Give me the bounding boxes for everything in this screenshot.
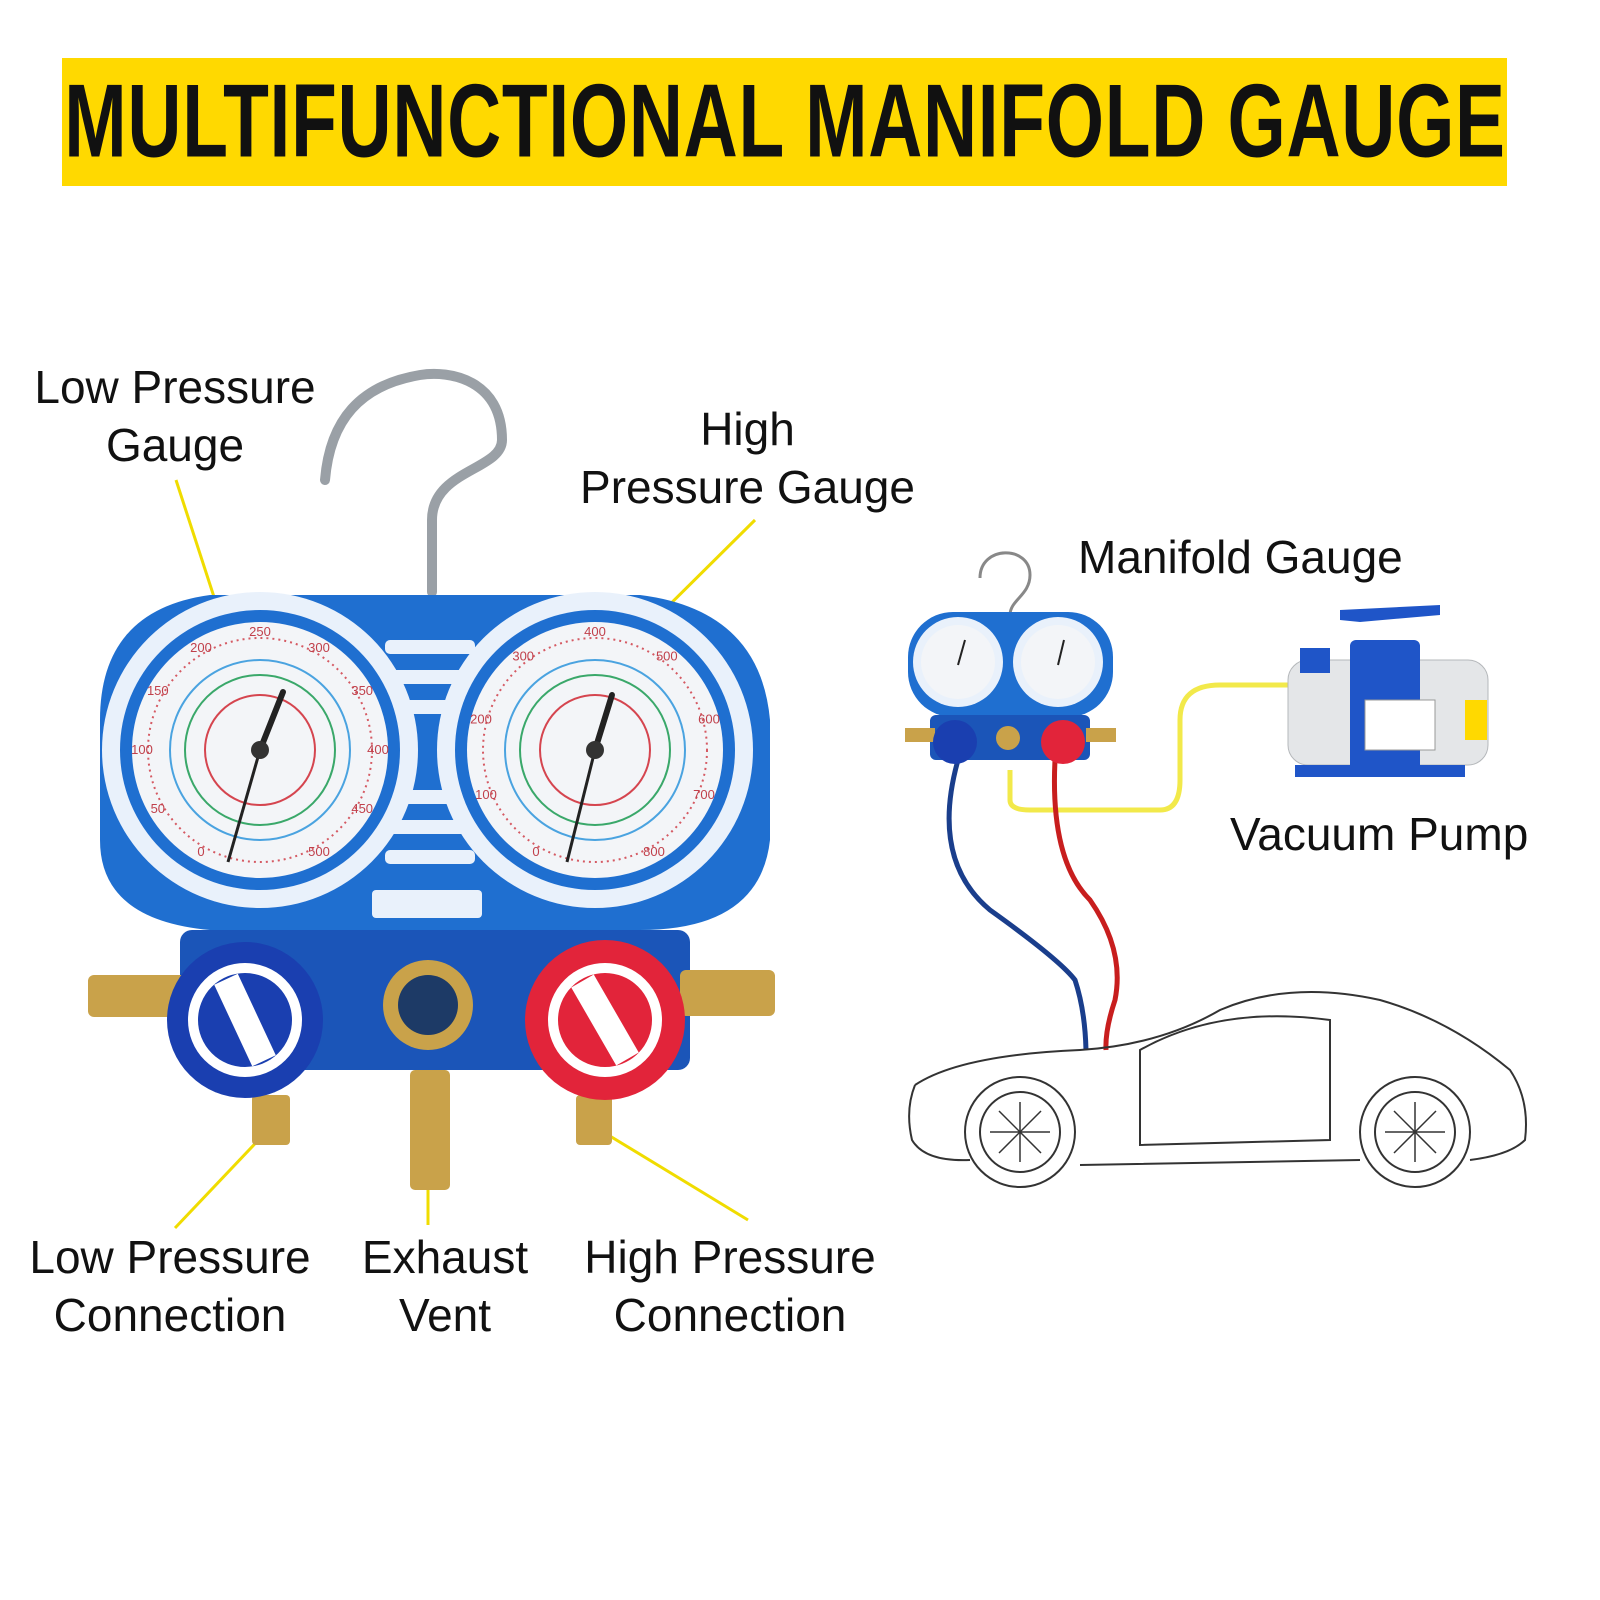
label-line: Exhaust bbox=[361, 1231, 529, 1283]
gauge-scale-label: 300 bbox=[308, 640, 330, 655]
gauge-scale-label: 0 bbox=[197, 844, 204, 859]
gauge-scale-label: 350 bbox=[351, 683, 373, 698]
label-line: Gauge bbox=[105, 419, 245, 471]
gauge-scale-label: 100 bbox=[131, 742, 153, 757]
label-low-pressure-gauge: Low Pressure Gauge bbox=[20, 358, 330, 474]
high-pressure-knob bbox=[525, 940, 685, 1100]
gauge-scale-label: 200 bbox=[470, 712, 492, 727]
gauge-scale-label: 200 bbox=[190, 640, 212, 655]
gauge-scale-label: 100 bbox=[475, 787, 497, 802]
title-banner: MULTIFUNCTIONAL MANIFOLD GAUGE bbox=[62, 58, 1507, 186]
label-line: Connection bbox=[53, 1289, 287, 1341]
gauge-scale-label: 450 bbox=[351, 801, 373, 816]
low-pressure-knob bbox=[167, 942, 323, 1098]
label-low-pressure-connection: Low Pressure Connection bbox=[15, 1228, 325, 1344]
gauge-scale-label: 150 bbox=[147, 683, 169, 698]
label-line: Low Pressure bbox=[29, 1231, 311, 1283]
banner-title: MULTIFUNCTIONAL MANIFOLD GAUGE bbox=[63, 63, 1506, 180]
gauge-scale-label: 250 bbox=[249, 624, 271, 639]
hanging-hook bbox=[320, 368, 508, 597]
label-exhaust-vent: Exhaust Vent bbox=[350, 1228, 540, 1344]
label-vacuum-pump: Vacuum Pump bbox=[1230, 808, 1529, 860]
label-line: Vent bbox=[398, 1289, 492, 1341]
manifold-thumbnail bbox=[905, 551, 1116, 764]
brass-fittings bbox=[88, 970, 775, 1190]
vacuum-pump-thumbnail bbox=[1287, 605, 1489, 777]
gauge-scale-label: 700 bbox=[693, 787, 715, 802]
gauge-scale-label: 400 bbox=[584, 624, 606, 639]
gauge-scale-label: 600 bbox=[698, 712, 720, 727]
label-line: High bbox=[700, 403, 795, 455]
label-high-pressure-gauge: High Pressure Gauge bbox=[560, 400, 935, 516]
high-pressure-gauge: 0 100 200 300 400 500 600 700 800 bbox=[437, 592, 753, 908]
label-manifold-gauge: Manifold Gauge bbox=[1078, 531, 1403, 583]
yellow-hose bbox=[1007, 682, 1290, 813]
exhaust-port bbox=[383, 960, 473, 1050]
red-hose bbox=[1051, 759, 1120, 1051]
label-high-pressure-connection: High Pressure Connection bbox=[570, 1228, 890, 1344]
blue-hose bbox=[946, 759, 1089, 1051]
car-outline bbox=[908, 991, 1527, 1188]
label-line: Connection bbox=[613, 1289, 847, 1341]
gauge-scale-label: 50 bbox=[151, 801, 165, 816]
label-line: Pressure Gauge bbox=[580, 461, 915, 513]
gauge-scale-label: 500 bbox=[656, 648, 678, 663]
gauge-scale-label: 400 bbox=[367, 742, 389, 757]
low-pressure-gauge: 0 50 100 150 200 250 300 350 400 450 500 bbox=[102, 592, 418, 908]
gauge-scale-label: 0 bbox=[532, 844, 539, 859]
gauge-scale-label: 500 bbox=[308, 844, 330, 859]
label-line: High Pressure bbox=[584, 1231, 876, 1283]
gauge-scale-label: 300 bbox=[512, 648, 534, 663]
label-line: Low Pressure bbox=[34, 361, 316, 413]
gauge-scale-label: 800 bbox=[643, 844, 665, 859]
